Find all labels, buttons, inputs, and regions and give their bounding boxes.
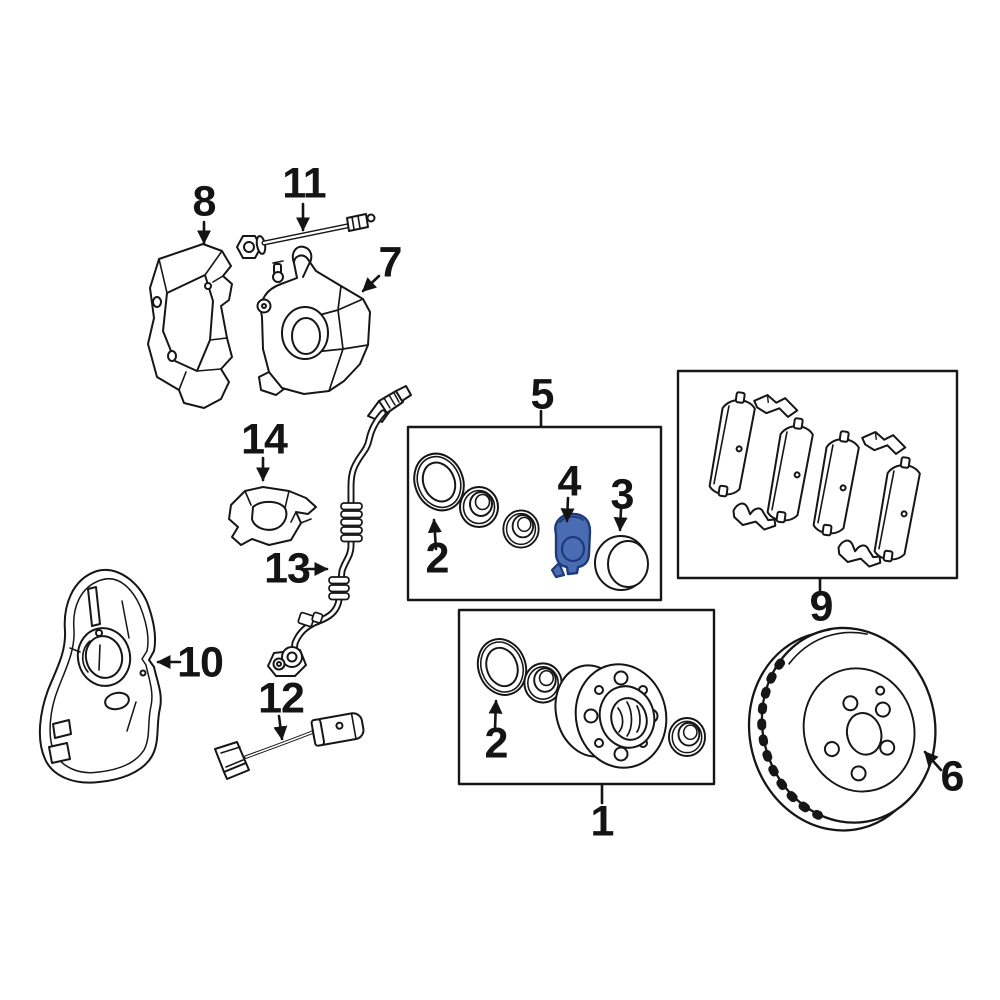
callout-14: 14 bbox=[241, 415, 288, 464]
part-1-wheel-hub bbox=[554, 663, 668, 769]
callout-2-hub-kit: 2 bbox=[484, 719, 509, 768]
callout-6: 6 bbox=[940, 752, 965, 801]
part-14-mounting-bracket bbox=[228, 486, 317, 546]
callout-12: 12 bbox=[258, 674, 305, 723]
part-12-wear-sensor bbox=[214, 712, 365, 780]
part-13-abs-sensor-cable bbox=[267, 385, 412, 677]
arrow-7 bbox=[361, 274, 381, 293]
part-6-brake-rotor bbox=[747, 626, 937, 832]
arrow-3 bbox=[613, 507, 628, 532]
callout-2-seal-kit: 2 bbox=[425, 534, 450, 583]
part-3-dust-cap bbox=[594, 535, 649, 591]
callout-13: 13 bbox=[264, 544, 311, 593]
bearing-ring-a bbox=[459, 486, 499, 528]
arrow-4 bbox=[560, 496, 575, 523]
kit-box-9-brake-pad-set bbox=[676, 369, 959, 580]
part-8-caliper-bracket bbox=[147, 243, 233, 409]
callout-8: 8 bbox=[192, 177, 217, 226]
part-4-highlighted-sensor-rotor bbox=[550, 512, 592, 579]
part-10-splash-shield bbox=[38, 568, 162, 784]
callout-1: 1 bbox=[590, 797, 615, 846]
callout-3: 3 bbox=[610, 470, 635, 519]
part-7-brake-caliper bbox=[256, 245, 371, 396]
callout-4: 4 bbox=[557, 457, 582, 506]
part-11-guide-bolt bbox=[236, 213, 376, 259]
arrow-6 bbox=[923, 750, 943, 772]
hub-bearing-outer bbox=[668, 717, 706, 757]
callout-5: 5 bbox=[530, 370, 555, 419]
callout-9: 9 bbox=[809, 582, 834, 631]
arrow-2-hub-kit bbox=[488, 699, 503, 731]
callout-7: 7 bbox=[378, 238, 403, 287]
callout-11: 11 bbox=[282, 159, 326, 208]
arrow-2-seal-kit bbox=[427, 518, 442, 551]
bearing-ring-b bbox=[502, 509, 540, 549]
callout-10: 10 bbox=[177, 638, 224, 687]
arrow-12 bbox=[273, 714, 288, 741]
kit-box-1-hub-kit bbox=[457, 608, 716, 786]
kit-box-5-bearing-kit bbox=[404, 425, 663, 602]
